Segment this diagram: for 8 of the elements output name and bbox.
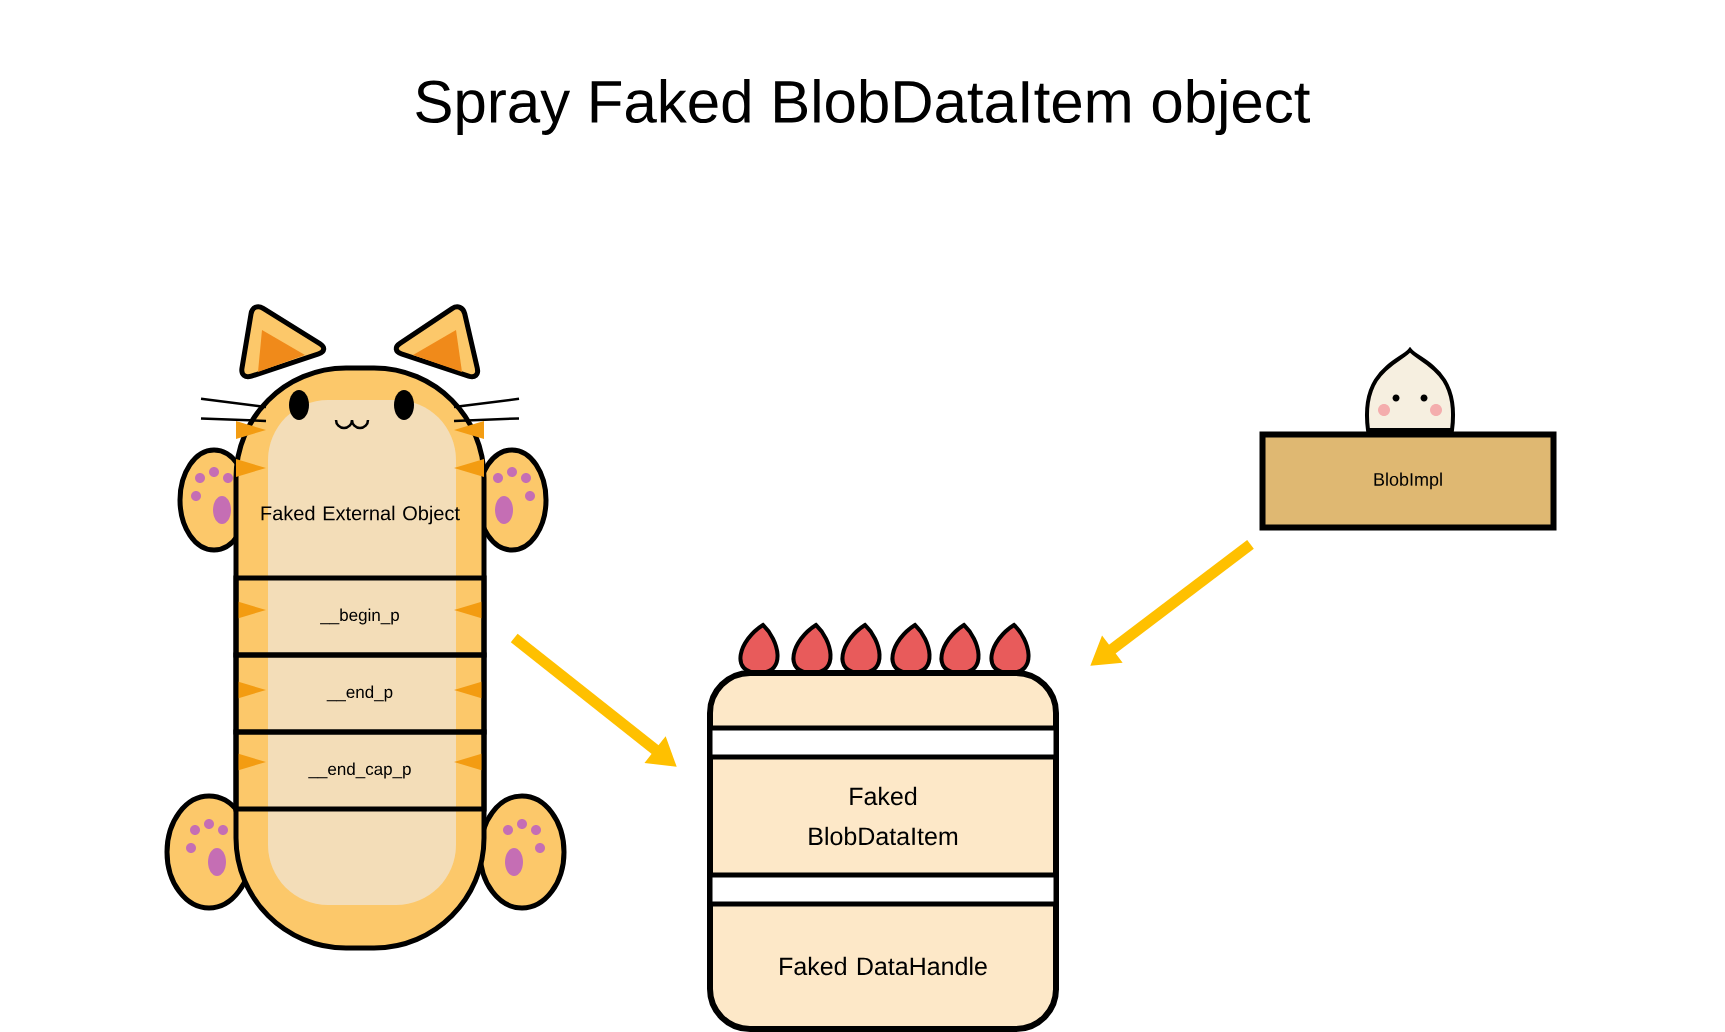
field-row: __end_cap_p (233, 729, 487, 812)
layer-label: Faked DataHandle (780, 956, 987, 976)
field-row: __end_p (233, 652, 487, 735)
cake-drawing (707, 623, 1059, 1032)
title: Spray Faked BlobDataItem object (416, 79, 1310, 135)
object-box: BlobImpl (1259, 431, 1557, 531)
field-row: __begin_p (233, 575, 487, 658)
layer-label: Faked BlobDataItem (809, 786, 958, 846)
